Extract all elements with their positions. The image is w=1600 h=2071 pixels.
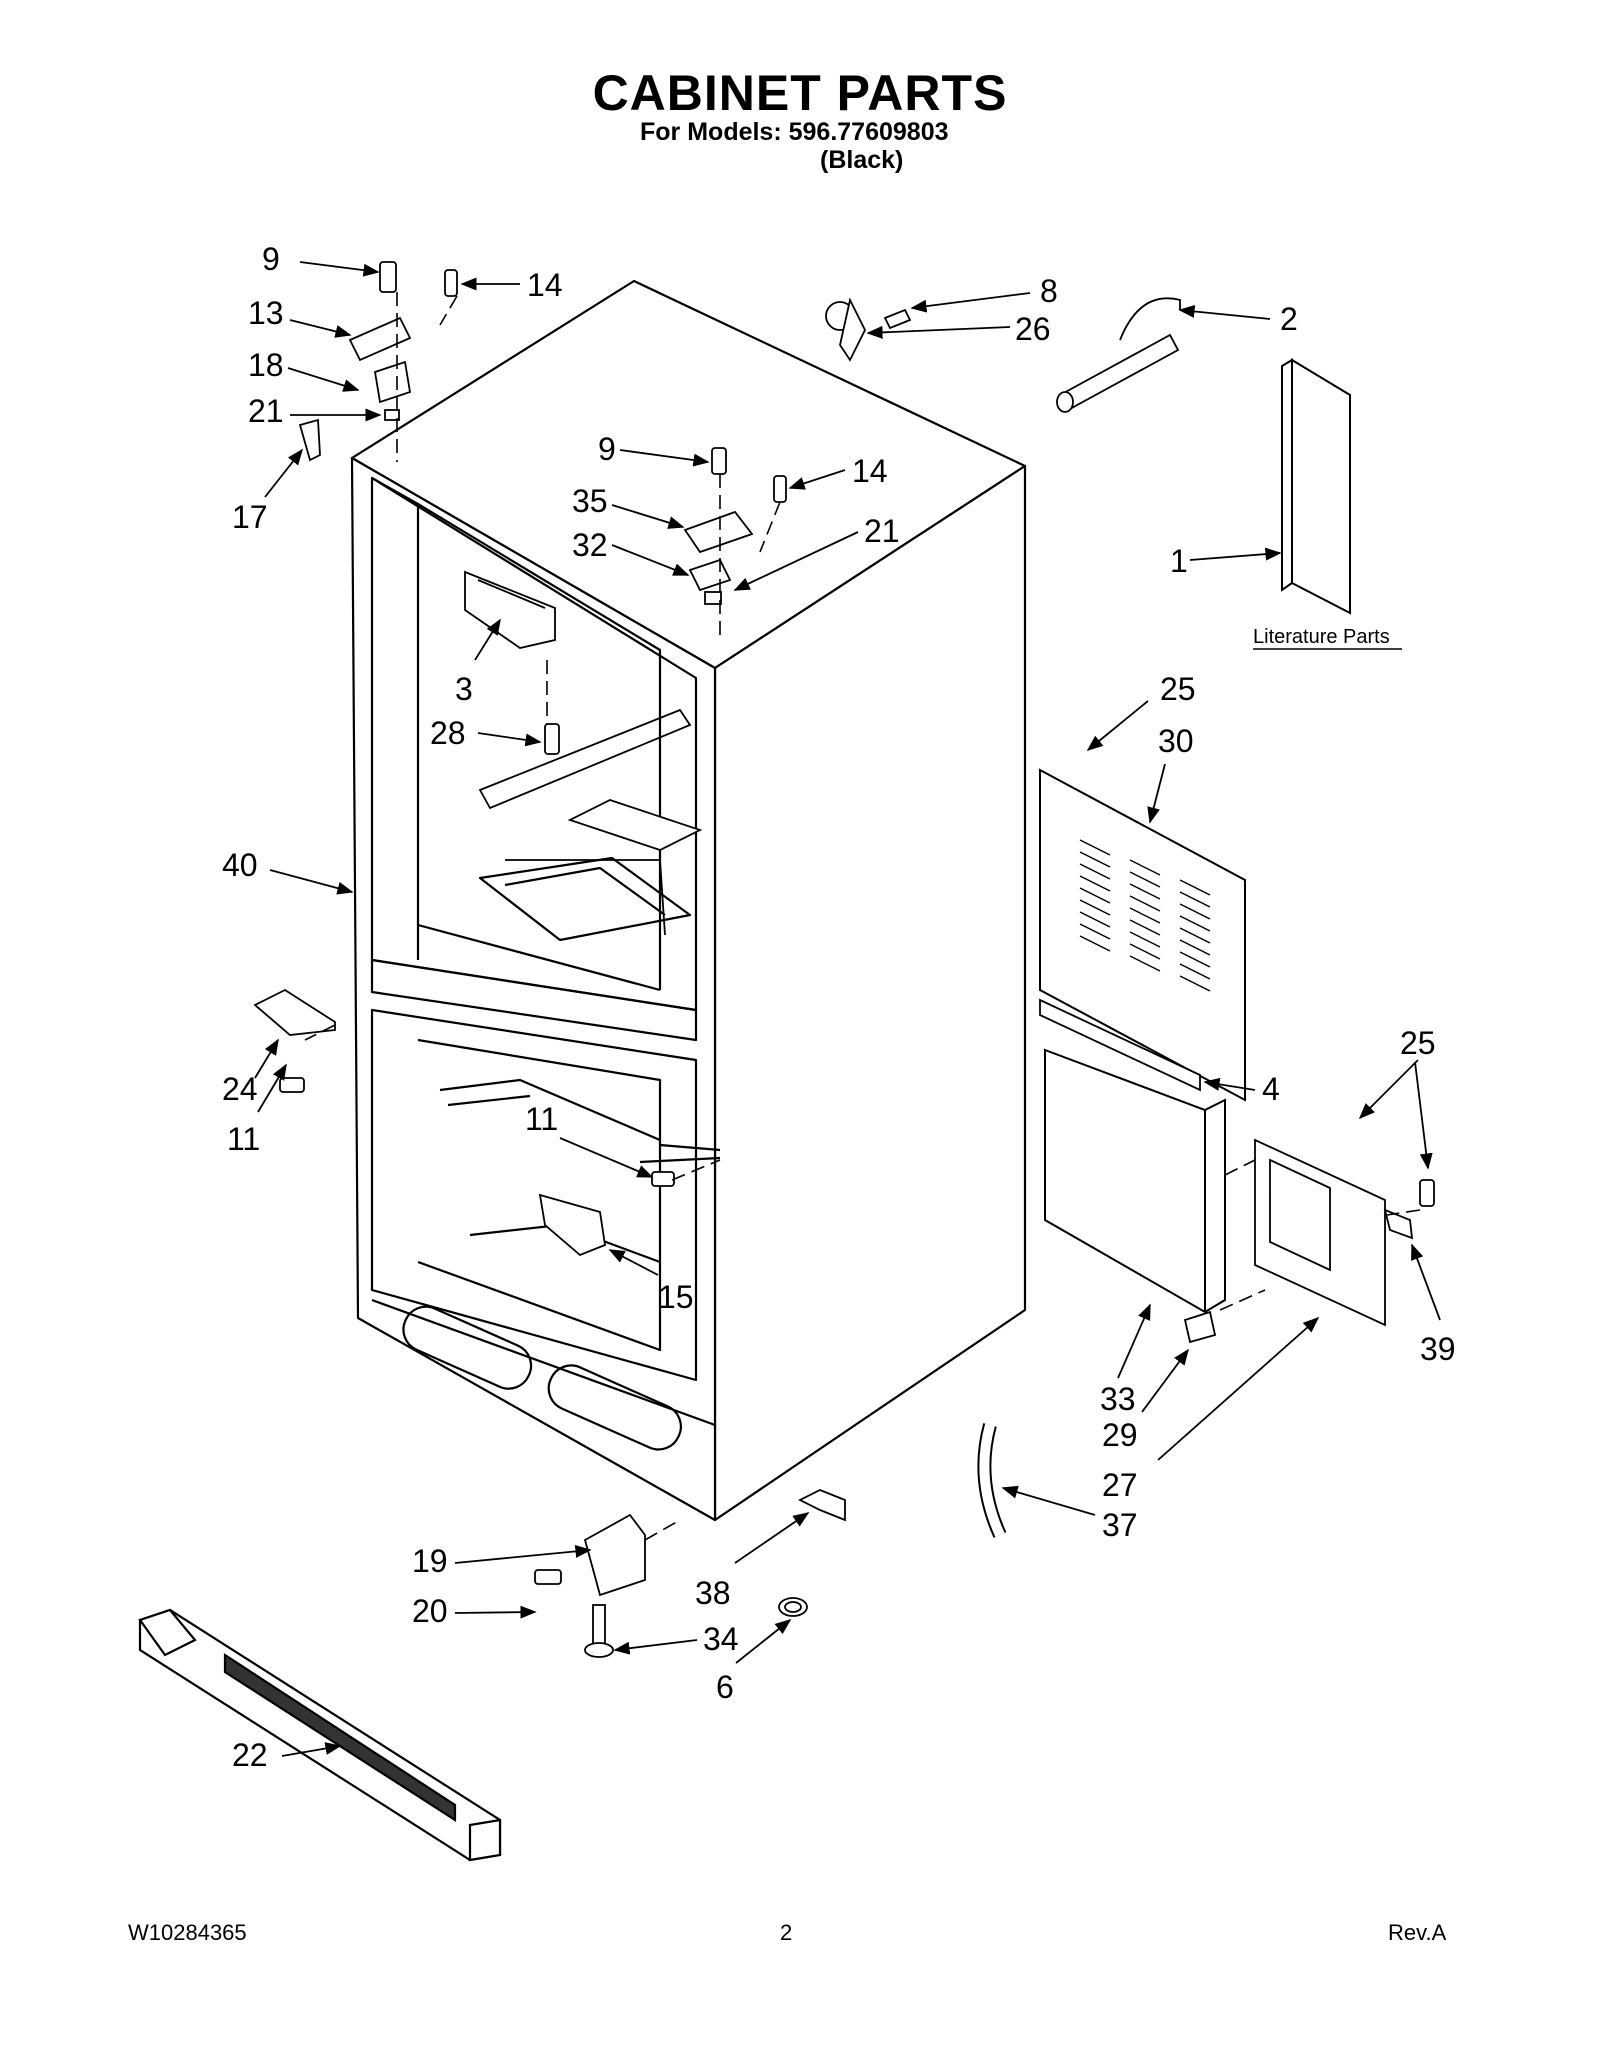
callout-labels: 9 14 13 18 21 17 8 26 2 9 14 35 32 21 1 …	[222, 241, 1456, 1773]
bracket-3	[464, 570, 556, 649]
callout-9: 9	[262, 241, 280, 277]
callout-35: 35	[572, 483, 608, 519]
callout-11: 11	[525, 1101, 558, 1137]
water-valve-parts	[825, 297, 1181, 413]
callout-4: 4	[1262, 1071, 1280, 1107]
hinge-top-center	[683, 447, 787, 605]
callout-3: 3	[455, 671, 473, 707]
callout-2: 2	[1280, 301, 1298, 337]
callout-34: 34	[703, 1621, 739, 1657]
hinge-15	[538, 1171, 675, 1257]
drain-tube-37	[977, 1423, 1007, 1538]
page-title: CABINET PARTS	[592, 65, 1008, 121]
callout-11: 11	[227, 1121, 260, 1157]
callout-6: 6	[716, 1669, 734, 1705]
hinge-left-24	[253, 988, 336, 1093]
model-subtitle: For Models: 596.77609803 (Black)	[640, 118, 949, 174]
callout-22: 22	[232, 1737, 268, 1773]
callout-25: 25	[1160, 671, 1196, 707]
electronic-control-27	[1254, 1138, 1386, 1327]
literature-parts-label: Literature Parts	[1253, 626, 1390, 648]
callout-25: 25	[1400, 1025, 1436, 1061]
callout-24: 24	[222, 1071, 258, 1107]
callout-30: 30	[1158, 723, 1194, 759]
callout-21: 21	[864, 513, 900, 549]
assembly-guides	[304, 292, 1421, 1541]
hinge-bottom-19	[534, 1513, 646, 1658]
cabinet-shell	[350, 279, 1027, 1522]
callout-20: 20	[412, 1593, 448, 1629]
page-number: 2	[780, 1920, 793, 1945]
callout-19: 19	[412, 1543, 448, 1579]
divider-mullion	[370, 958, 698, 1042]
callout-14: 14	[527, 267, 563, 303]
strip-4	[1039, 998, 1201, 1092]
panel-33	[1044, 1048, 1226, 1314]
callout-33: 33	[1100, 1381, 1136, 1417]
grommet-6	[778, 1597, 808, 1617]
clamp-39	[1383, 1179, 1435, 1240]
callout-37: 37	[1102, 1507, 1138, 1543]
callout-27: 27	[1102, 1467, 1138, 1503]
callout-32: 32	[572, 527, 608, 563]
hinge-top-left	[298, 261, 458, 462]
document-number: W10284365	[128, 1920, 247, 1945]
callout-40: 40	[222, 847, 258, 883]
screw-28	[544, 723, 560, 755]
callout-13: 13	[248, 295, 284, 331]
condenser-cover-30	[1039, 768, 1246, 1102]
callout-26: 26	[1015, 311, 1051, 347]
callout-39: 39	[1420, 1331, 1456, 1367]
callout-38: 38	[695, 1575, 731, 1611]
callout-14: 14	[852, 453, 888, 489]
callout-9: 9	[598, 431, 616, 467]
callout-28: 28	[430, 715, 466, 751]
callout-15: 15	[658, 1279, 694, 1315]
callout-leaders	[254, 261, 1441, 1757]
freezer-opening	[370, 1008, 698, 1382]
literature-booklet	[1281, 358, 1351, 615]
clip-29	[1183, 1310, 1217, 1344]
callout-18: 18	[248, 347, 284, 383]
clamp-38	[797, 1489, 846, 1522]
color-line: (Black)	[820, 146, 904, 174]
revision-label: Rev.A	[1388, 1920, 1447, 1945]
callout-21: 21	[248, 393, 284, 429]
callout-8: 8	[1040, 273, 1058, 309]
callout-1: 1	[1170, 543, 1188, 579]
models-line: For Models: 596.77609803	[640, 118, 949, 146]
callout-17: 17	[232, 499, 268, 535]
base-grille-22	[138, 1608, 502, 1862]
callout-29: 29	[1102, 1417, 1138, 1453]
